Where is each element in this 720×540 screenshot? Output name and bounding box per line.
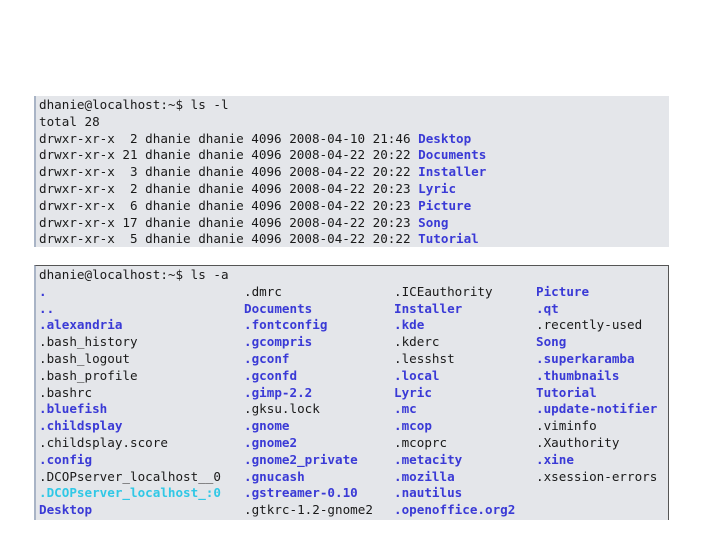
listing-row: drwxr-xr-x 3 dhanie dhanie 4096 2008-04-… <box>39 164 669 181</box>
file-attributes: drwxr-xr-x 2 dhanie dhanie 4096 2008-04-… <box>39 130 419 146</box>
directory-name: Song <box>418 214 449 230</box>
command-line: dhanie@localhost:~$ ls -l <box>39 97 229 112</box>
file-entry: .bash_profile <box>39 367 138 383</box>
directory-entry: .openoffice.org2 <box>394 502 516 518</box>
file-attributes: drwxr-xr-x 3 dhanie dhanie 4096 2008-04-… <box>39 164 419 180</box>
listing-row: drwxr-xr-x 5 dhanie dhanie 4096 2008-04-… <box>39 231 669 247</box>
file-entry: .bash_logout <box>39 350 130 366</box>
directory-name: Documents <box>418 147 487 163</box>
file-attributes: drwxr-xr-x 2 dhanie dhanie 4096 2008-04-… <box>39 180 419 196</box>
file-attributes: drwxr-xr-x 17 dhanie dhanie 4096 2008-04… <box>39 214 419 230</box>
directory-entry: Tutorial <box>536 384 597 400</box>
directory-entry: .mozilla <box>394 468 455 484</box>
directory-entry: .gnucash <box>244 468 305 484</box>
file-attributes: drwxr-xr-x 6 dhanie dhanie 4096 2008-04-… <box>39 197 419 213</box>
file-entry: .ICEauthority <box>394 283 493 299</box>
listing-column-1: ....alexandria.bash_history.bash_logout.… <box>39 284 221 519</box>
file-entry: .DCOPserver_localhost_:0 <box>39 485 221 501</box>
file-entry: .gksu.lock <box>244 401 320 417</box>
file-entry: .recently-used <box>536 317 643 333</box>
directory-entry: Desktop <box>39 502 93 518</box>
total-line: total 28 <box>39 113 100 129</box>
listing-row: drwxr-xr-x 2 dhanie dhanie 4096 2008-04-… <box>39 181 669 198</box>
directory-name: Lyric <box>418 180 457 196</box>
directory-name: Tutorial <box>418 231 479 247</box>
directory-entry: .mcop <box>394 418 432 434</box>
directory-name: Desktop <box>418 130 472 146</box>
directory-entry: .childsplay <box>39 418 123 434</box>
file-entry: .dmrc <box>244 283 282 299</box>
file-entry: .xsession-errors <box>536 468 658 484</box>
ls-l-listing: drwxr-xr-x 2 dhanie dhanie 4096 2008-04-… <box>39 131 669 247</box>
directory-entry: .. <box>39 300 55 316</box>
directory-entry: .gnome2_private <box>244 451 358 467</box>
directory-entry: .gnome2 <box>244 434 298 450</box>
file-entry: .Xauthority <box>536 434 620 450</box>
file-attributes: drwxr-xr-x 21 dhanie dhanie 4096 2008-04… <box>39 147 419 163</box>
listing-row: drwxr-xr-x 6 dhanie dhanie 4096 2008-04-… <box>39 198 669 215</box>
directory-entry: Picture <box>536 283 590 299</box>
file-entry: .lesshst <box>394 350 455 366</box>
file-entry: .kderc <box>394 334 440 350</box>
directory-entry: Lyric <box>394 384 432 400</box>
directory-entry: Installer <box>394 300 463 316</box>
file-entry: .viminfo <box>536 418 597 434</box>
directory-entry: .superkaramba <box>536 350 635 366</box>
terminal-ls-l[interactable]: dhanie@localhost:~$ ls -l total 28 drwxr… <box>34 96 669 247</box>
command-line: dhanie@localhost:~$ ls -a <box>39 267 229 282</box>
directory-entry: .metacity <box>394 451 463 467</box>
directory-entry: .xine <box>536 451 574 467</box>
directory-entry: Documents <box>244 300 313 316</box>
directory-entry: .thumbnails <box>536 367 620 383</box>
terminal-ls-a[interactable]: dhanie@localhost:~$ ls -a ....alexandria… <box>34 265 669 520</box>
directory-entry: .gstreamer-0.10 <box>244 485 358 501</box>
directory-entry: .gcompris <box>244 334 313 350</box>
listing-row: drwxr-xr-x 2 dhanie dhanie 4096 2008-04-… <box>39 131 669 148</box>
file-entry: .childsplay.score <box>39 434 168 450</box>
directory-entry: .config <box>39 451 93 467</box>
file-entry: .DCOPserver_localhost__0 <box>39 468 221 484</box>
directory-entry: .kde <box>394 317 425 333</box>
directory-entry: Song <box>536 334 567 350</box>
directory-entry: .gnome <box>244 418 290 434</box>
listing-row: drwxr-xr-x 17 dhanie dhanie 4096 2008-04… <box>39 215 669 232</box>
listing-row: drwxr-xr-x 21 dhanie dhanie 4096 2008-04… <box>39 147 669 164</box>
file-entry: .bashrc <box>39 384 93 400</box>
file-entry: .mcoprc <box>394 434 448 450</box>
file-attributes: drwxr-xr-x 5 dhanie dhanie 4096 2008-04-… <box>39 231 419 247</box>
directory-entry: .gconfd <box>244 367 298 383</box>
directory-entry: .bluefish <box>39 401 108 417</box>
directory-name: Picture <box>418 197 472 213</box>
directory-entry: .fontconfig <box>244 317 328 333</box>
directory-entry: .alexandria <box>39 317 123 333</box>
directory-name: Installer <box>418 164 487 180</box>
directory-entry: .update-notifier <box>536 401 658 417</box>
directory-entry: .qt <box>536 300 559 316</box>
directory-entry: .gconf <box>244 350 290 366</box>
directory-entry: . <box>39 283 47 299</box>
directory-entry: .local <box>394 367 440 383</box>
directory-entry: .nautilus <box>394 485 463 501</box>
directory-entry: .gimp-2.2 <box>244 384 313 400</box>
file-entry: .bash_history <box>39 334 138 350</box>
file-entry: .gtkrc-1.2-gnome2 <box>244 502 373 518</box>
directory-entry: .mc <box>394 401 417 417</box>
